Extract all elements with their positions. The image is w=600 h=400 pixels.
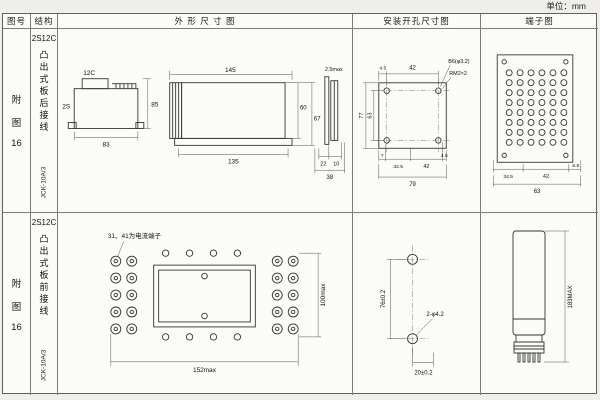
relay-side-view-dims (169, 70, 315, 158)
terminal-dims (493, 160, 582, 187)
dim-label-6-5: 6.5 (572, 163, 579, 169)
model-label: 2S12C (31, 218, 57, 227)
dim-label-32-5: 32.5 (393, 164, 403, 170)
header-structure: 结构 (31, 14, 58, 29)
dim-label-63: 63 (367, 113, 373, 119)
dim-label-135: 135 (228, 158, 239, 165)
relay-rear-view-shape (67, 78, 145, 129)
label-2-phi-4-2: 2-φ4.2 (426, 312, 443, 318)
row2-terminal-dims (544, 230, 569, 363)
dim-label-42-top: 42 (409, 65, 416, 71)
dim-label-60: 60 (300, 106, 307, 112)
relay-type-code: JCK-10A/3 (40, 166, 48, 199)
dim-label-63: 63 (534, 189, 541, 195)
relay-type-code: JCK-10A/3 (40, 349, 48, 382)
row1-terminal-cell: 34.5 42 6.5 63 (481, 29, 598, 213)
dim-label-4-5-bottom: 4.5 (441, 153, 448, 159)
dim-label-42: 42 (543, 174, 549, 180)
row2-mounting-cell: 76±0.2 2-φ4.2 20±0.2 (353, 213, 481, 395)
label-rm2x2: RM2×2 (449, 71, 467, 77)
dim-label-67: 67 (314, 117, 321, 123)
dim-label-183max: 183MAX (568, 285, 574, 308)
label-b6-hole: B6(φ3.2) (448, 59, 470, 65)
row1-structure-cell: 2S12C 凸出式板后接线 JCK-10A/3 (31, 29, 58, 213)
header-fig-no: 图号 (3, 14, 31, 29)
model-label: 2S12C (31, 34, 57, 43)
dim-label-79: 79 (409, 182, 416, 188)
dim-label-42-bottom: 42 (423, 164, 429, 170)
dim-label-20: 20±0.2 (414, 370, 432, 376)
panel-profile-dims (314, 142, 345, 174)
relay-side-view-shape (169, 82, 293, 146)
relay-body-front (153, 264, 256, 328)
row1-outline-cell: 12C 2S 85 83 145 135 60 67 (58, 29, 353, 213)
center-lines (396, 245, 429, 357)
center-lines (374, 78, 451, 153)
dim-label-25max: 2.5max (325, 67, 343, 73)
current-terminal-note: 31、41为电流端子 (108, 231, 162, 240)
row2-outline-cell: 31、41为电流端子 (58, 213, 353, 395)
row2-outline-drawing: 31、41为电流端子 (108, 231, 327, 374)
row2-fig-cell: 附 图 16 (3, 213, 31, 395)
dim-label-100max: 100max (320, 283, 327, 307)
header-terminal: 端子图 (481, 14, 598, 29)
dim-label-76: 76±0.2 (381, 290, 387, 308)
fig-number: 16 (11, 321, 22, 333)
mounting-dims (362, 64, 452, 180)
dim-label-85: 85 (151, 102, 159, 109)
header-outline: 外 形 尺 寸 图 (58, 14, 353, 29)
dim-label-22: 22 (320, 161, 326, 167)
fig-char: 附 (11, 95, 22, 106)
relay-side-profile (512, 230, 546, 363)
row2-structure-cell: 2S12C 凸出式板前接线 JCK-10A/3 (31, 213, 58, 395)
dim-label-7: 7 (381, 153, 384, 159)
note-leader (117, 241, 125, 257)
header-mounting: 安装开孔尺寸图 (353, 14, 481, 29)
mounting-hole-pattern (378, 82, 447, 149)
row2-mounting-dims (386, 259, 434, 367)
row2-mounting-drawing: 76±0.2 2-φ4.2 20±0.2 (381, 245, 444, 376)
fig-char: 图 (11, 301, 22, 313)
terminal-block-outline (496, 54, 574, 163)
dim-label-83: 83 (102, 141, 110, 148)
fig-char: 图 (11, 118, 22, 129)
right-terminal-block (271, 255, 299, 335)
dim-label-77: 77 (359, 113, 365, 119)
dim-label-4-5-top: 4.5 (379, 65, 386, 71)
dim-label-12c: 12C (83, 70, 95, 77)
top-bottom-terminals (161, 249, 242, 341)
row1-mounting-drawing: 4.5 42 B6(φ3.2) RM2×2 77 63 7 32.5 42 4.… (359, 59, 470, 188)
row1-fig-cell: 附 图 16 (3, 29, 31, 213)
left-terminal-block (110, 255, 138, 335)
dim-label-2s: 2S (62, 104, 71, 111)
row1-outline-drawing: 12C 2S 85 83 145 135 60 67 (62, 67, 345, 181)
relay-rear-view-dims (73, 78, 151, 141)
spec-table: 图号 结构 外 形 尺 寸 图 安装开孔尺寸图 端子图 附 图 16 2S12C… (2, 13, 598, 395)
row2-terminal-drawing: 183MAX (512, 230, 574, 363)
row2-terminal-cell: 183MAX (481, 213, 598, 395)
fig-number: 16 (11, 138, 22, 149)
terminal-grid (505, 69, 568, 146)
mounting-holes (407, 253, 418, 345)
panel-profile-shape (324, 76, 339, 145)
row2-outline-dims (110, 252, 322, 366)
structure-description: 凸出式板前接线 (38, 234, 49, 318)
unit-label: 单位：mm (546, 1, 586, 11)
dim-label-10: 10 (333, 161, 339, 167)
structure-description: 凸出式板后接线 (38, 50, 49, 134)
dim-label-38: 38 (327, 175, 334, 181)
row1-mounting-cell: 4.5 42 B6(φ3.2) RM2×2 77 63 7 32.5 42 4.… (353, 29, 481, 213)
dim-label-152max: 152max (193, 367, 217, 374)
dim-label-34-5: 34.5 (503, 174, 513, 180)
dim-label-145: 145 (225, 67, 236, 74)
fig-char: 附 (11, 278, 22, 290)
row1-terminal-drawing: 34.5 42 6.5 63 (493, 54, 582, 195)
